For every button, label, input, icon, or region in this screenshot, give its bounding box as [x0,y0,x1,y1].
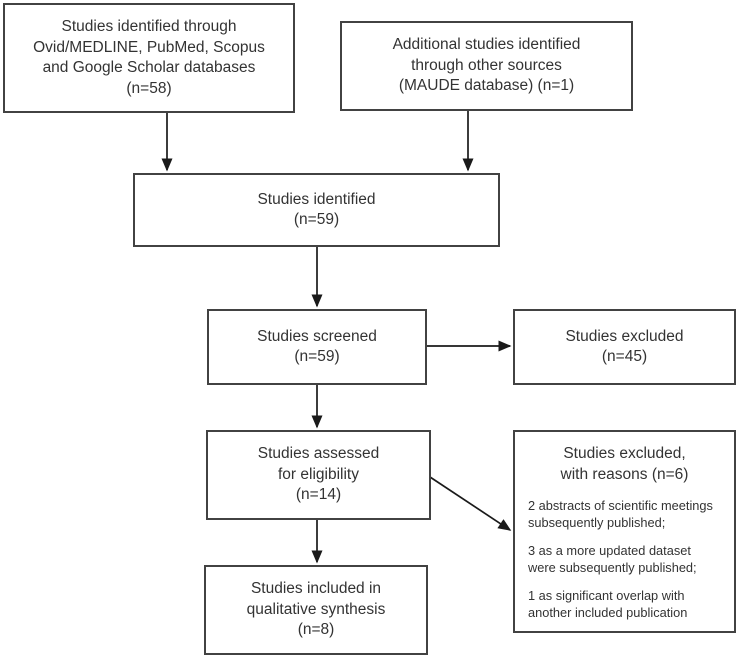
box-text-line: (n=8) [297,621,335,639]
box-text-line: (n=58) [126,79,172,97]
reason-text-line: 3 as a more updated dataset [528,543,691,558]
reason-text-line: subsequently published; [528,514,666,530]
box-text-line: Ovid/MEDLINE, PubMed, Scopus [33,38,265,56]
box-text-line: with reasons (n=6) [560,465,689,483]
box-text-line: Studies identified [257,190,376,208]
excluded-reasons-title: Studies excluded, with reasons (n=6) [528,444,721,485]
box-text-line: (n=45) [601,348,648,365]
box-text-line: (n=59) [293,211,340,228]
box-text-line: Studies identified through [61,18,237,35]
box-text-line: for eligibility [278,465,359,483]
box-studies-excluded: Studies excluded (n=45) [513,309,736,385]
box-text-line: Studies included in [250,580,382,598]
box-text-line: Studies assessed [257,445,380,463]
reason-text-line: 1 as significant overlap with [528,588,685,603]
box-text-line: Studies excluded, [563,445,686,462]
box-studies-identified: Studies identified (n=59) [133,173,500,247]
box-text-line: and Google Scholar databases [42,59,256,76]
box-text-line: Studies screened [257,327,377,345]
arrow-assessed-to-reasons [429,476,512,531]
box-text-line: (MAUDE database) (n=1) [398,77,575,95]
box-additional-studies: Additional studies identified through ot… [340,21,633,111]
box-studies-assessed: Studies assessed for eligibility (n=14) [206,430,431,520]
box-text-line: (n=14) [295,486,342,504]
box-text-line: (n=59) [294,348,340,365]
box-text-line: through other sources [411,56,562,74]
exclusion-reason-item: 1 as significant overlap with another in… [528,588,721,621]
box-studies-excluded-with-reasons: Studies excluded, with reasons (n=6) 2 a… [513,430,736,633]
box-studies-identified-sources: Studies identified through Ovid/MEDLINE,… [3,3,295,113]
exclusion-reason-item: 3 as a more updated dataset were subsequ… [528,543,721,576]
box-text-line: qualitative synthesis [246,600,386,618]
box-studies-included: Studies included in qualitative synthesi… [204,565,428,655]
reason-text-line: another included publication [528,604,688,620]
exclusion-reason-item: 2 abstracts of scientific meetings subse… [528,498,721,531]
box-studies-screened: Studies screened (n=59) [207,309,427,385]
box-text-line: Additional studies identified [392,36,581,54]
box-text-line: Studies excluded [565,327,684,345]
reason-text-line: 2 abstracts of scientific meetings [528,498,713,513]
reason-text-line: were subsequently published; [528,559,697,575]
